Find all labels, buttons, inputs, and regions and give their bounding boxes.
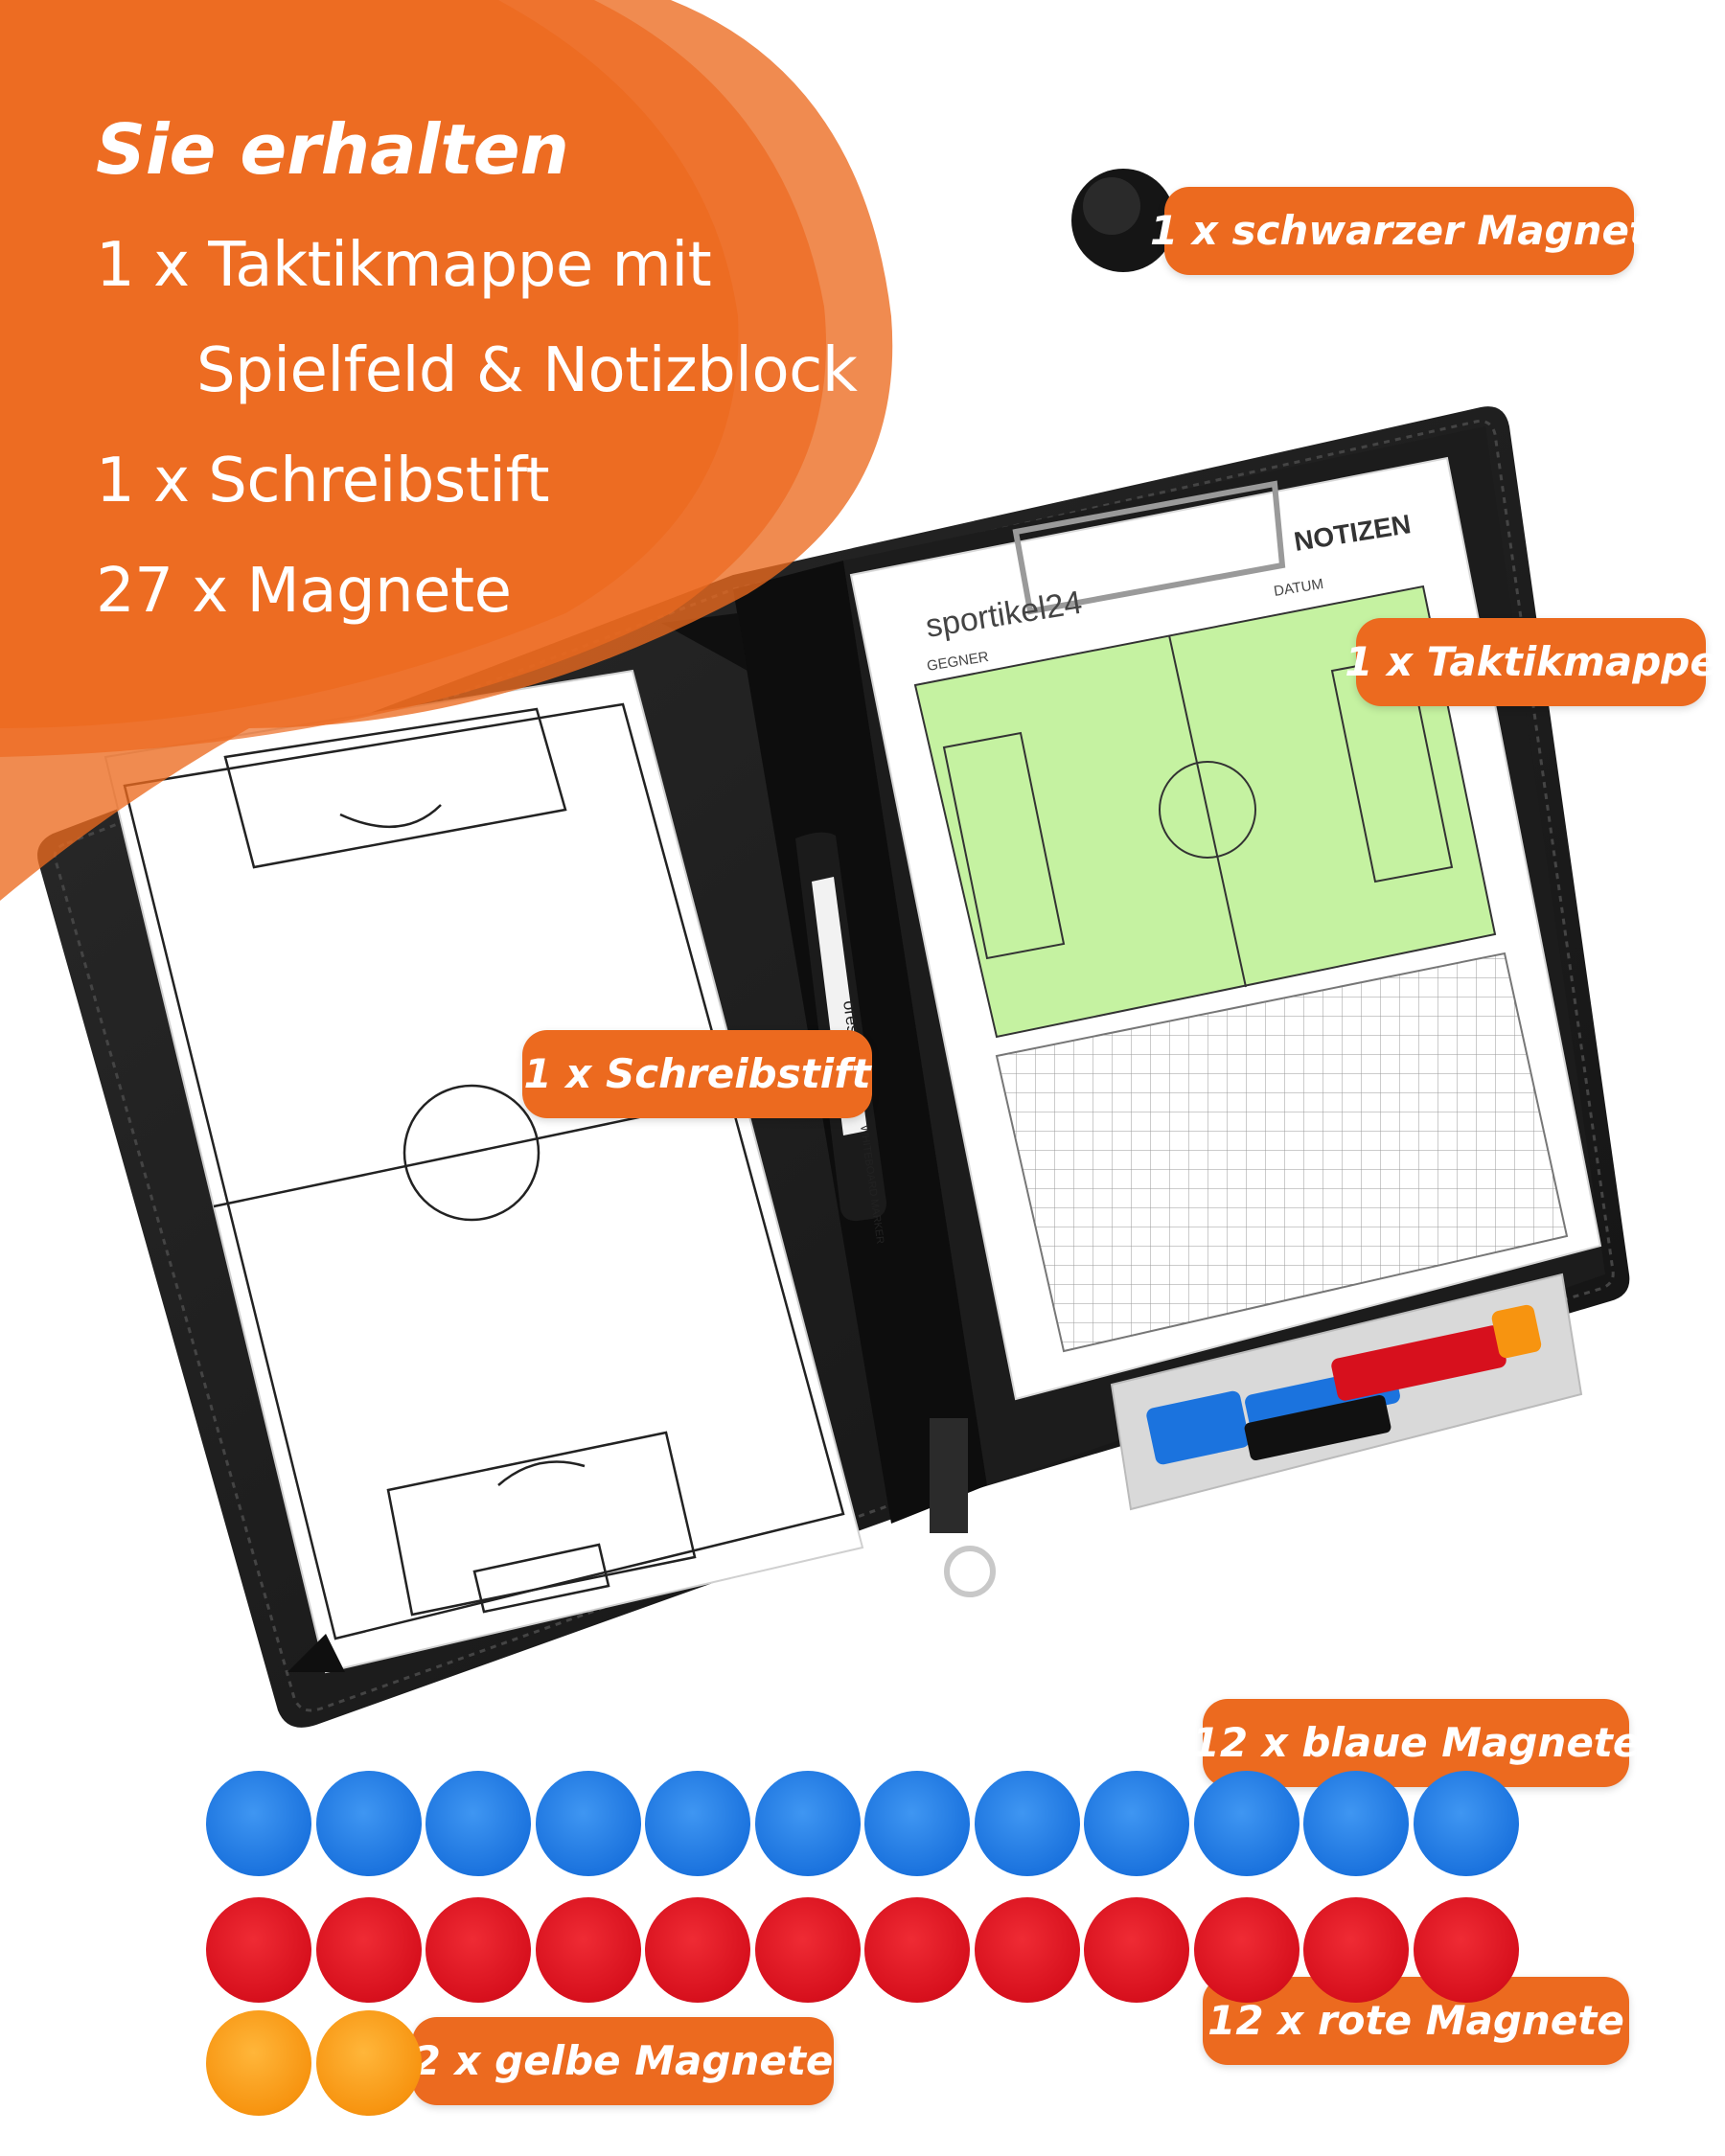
red-magnet [645,1897,750,2003]
left-pitch [123,702,845,1640]
blue-magnet [315,1771,422,1876]
headline-line-3: 1 x Schreibstift [96,446,550,516]
blue-magnet [864,1771,970,1876]
headline-line-1: 1 x Taktikmappe mit [96,230,712,301]
red-magnet [754,1897,861,2003]
blue-magnet [1193,1771,1300,1876]
blue-magnet [426,1771,531,1876]
zipper-ring-icon [944,1546,996,1597]
headline-line-4: 27 x Magnete [96,556,512,627]
blue-magnet [206,1771,311,1876]
red-magnet [1193,1897,1300,2003]
label-black-magnet: 1 x schwarzer Magnet [1150,187,1648,275]
blue-magnet [1084,1771,1189,1876]
label-tactic-folder: 1 x Taktikmappe [1345,618,1717,706]
blue-magnet [645,1771,750,1876]
red-magnet [1303,1897,1409,2003]
blue-magnet [535,1771,641,1876]
blue-magnet [1303,1771,1409,1876]
red-magnet [1413,1897,1519,2003]
red-magnet [535,1897,641,2003]
orange-swoosh [0,0,893,901]
yellow-magnet [206,2010,311,2116]
blue-magnet [974,1771,1080,1876]
blue-magnet [1413,1771,1519,1876]
red-magnet [426,1897,531,2003]
label-yellow-magnets: 2 x gelbe Magnete [412,2017,834,2105]
red-magnet [206,1897,311,2003]
red-magnet [974,1897,1080,2003]
pen-brand-text: ores [840,999,863,1035]
yellow-magnet [315,2010,422,2116]
blue-magnet [754,1771,861,1876]
pocket-magnets [1146,1304,1542,1465]
notes-grid [995,952,1569,1353]
label-blue-magnets: 12 x blaue Magnete [1192,1699,1640,1787]
label-pen: 1 x Schreibstift [522,1030,872,1118]
red-magnet [1084,1897,1189,2003]
headline-line-2: Spielfeld & Notizblock [196,335,858,406]
clipboard-clip [1012,480,1286,615]
zipper-tab [930,1418,968,1533]
red-magnet [864,1897,970,2003]
red-magnet [315,1897,422,2003]
headline-title: Sie erhalten [96,109,569,190]
